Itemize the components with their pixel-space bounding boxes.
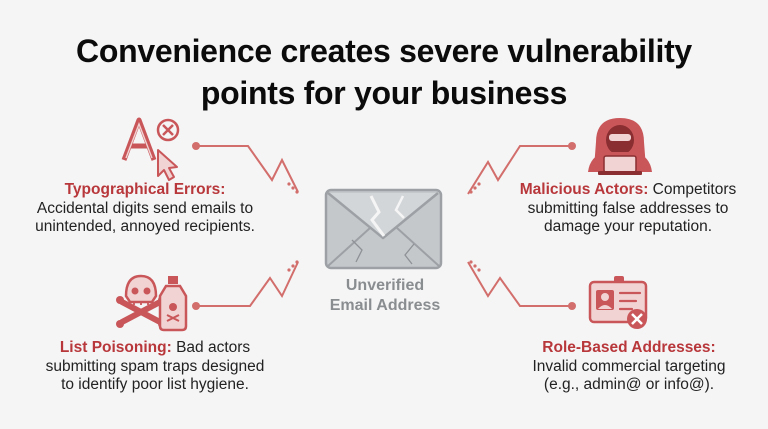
item-header-line: Role-Based Addresses: bbox=[504, 339, 754, 358]
broken-envelope-icon bbox=[324, 188, 443, 270]
hacker-icon bbox=[588, 118, 652, 175]
item-text-line-2: submitting false addresses to bbox=[527, 199, 729, 217]
item-malicious-actors: Malicious Actors: Competitors submitting… bbox=[497, 181, 759, 237]
connector-top-left bbox=[198, 145, 299, 193]
title-line-2: points for your business bbox=[200, 75, 568, 111]
item-text-line-1: Bad actors bbox=[171, 339, 251, 356]
item-text-line-3: (e.g., admin@ or info@). bbox=[543, 376, 715, 393]
connector-lines bbox=[198, 145, 570, 307]
item-label: Malicious Actors: bbox=[519, 181, 649, 198]
item-text-line-2: Accidental digits send emails to bbox=[36, 199, 254, 217]
item-text-line-3: damage your reputation. bbox=[543, 218, 713, 235]
item-text-line-3: unintended, annoyed recipients. bbox=[35, 218, 255, 235]
item-label: Typographical Errors: bbox=[64, 181, 226, 198]
item-typographical-errors: Typographical Errors: Accidental digits … bbox=[20, 181, 270, 237]
item-role-based-addresses: Role-Based Addresses: Invalid commercial… bbox=[504, 339, 754, 395]
connector-bottom-left bbox=[198, 261, 299, 307]
id-badge-icon bbox=[588, 276, 648, 329]
item-list-poisoning: List Poisoning: Bad actors submitting sp… bbox=[20, 339, 290, 395]
center-label: Unverified Email Address bbox=[300, 276, 470, 316]
page-title: Convenience creates severe vulnerability… bbox=[0, 30, 768, 114]
title-line-1: Convenience creates severe vulnerability bbox=[76, 33, 692, 69]
connector-top-right bbox=[467, 145, 570, 195]
typo-cursor-icon bbox=[121, 117, 180, 181]
center-label-line-1: Unverified bbox=[345, 277, 425, 294]
connector-bottom-right bbox=[467, 261, 570, 307]
item-text-line-1: Competitors bbox=[648, 181, 737, 198]
center-label-line-2: Email Address bbox=[329, 297, 441, 314]
item-header-line: Malicious Actors: Competitors bbox=[497, 181, 759, 200]
item-header-line: List Poisoning: Bad actors bbox=[20, 339, 290, 358]
item-text-line-2: submitting spam traps designed bbox=[45, 357, 265, 375]
connector-dots bbox=[192, 142, 576, 310]
item-header-line: Typographical Errors: bbox=[20, 181, 270, 200]
poison-skull-icon bbox=[116, 274, 188, 332]
item-text-line-2: Invalid commercial targeting bbox=[532, 357, 726, 375]
item-label: Role-Based Addresses: bbox=[542, 339, 716, 356]
item-text-line-3: to identify poor list hygiene. bbox=[61, 376, 249, 393]
item-label: List Poisoning: bbox=[59, 339, 172, 356]
